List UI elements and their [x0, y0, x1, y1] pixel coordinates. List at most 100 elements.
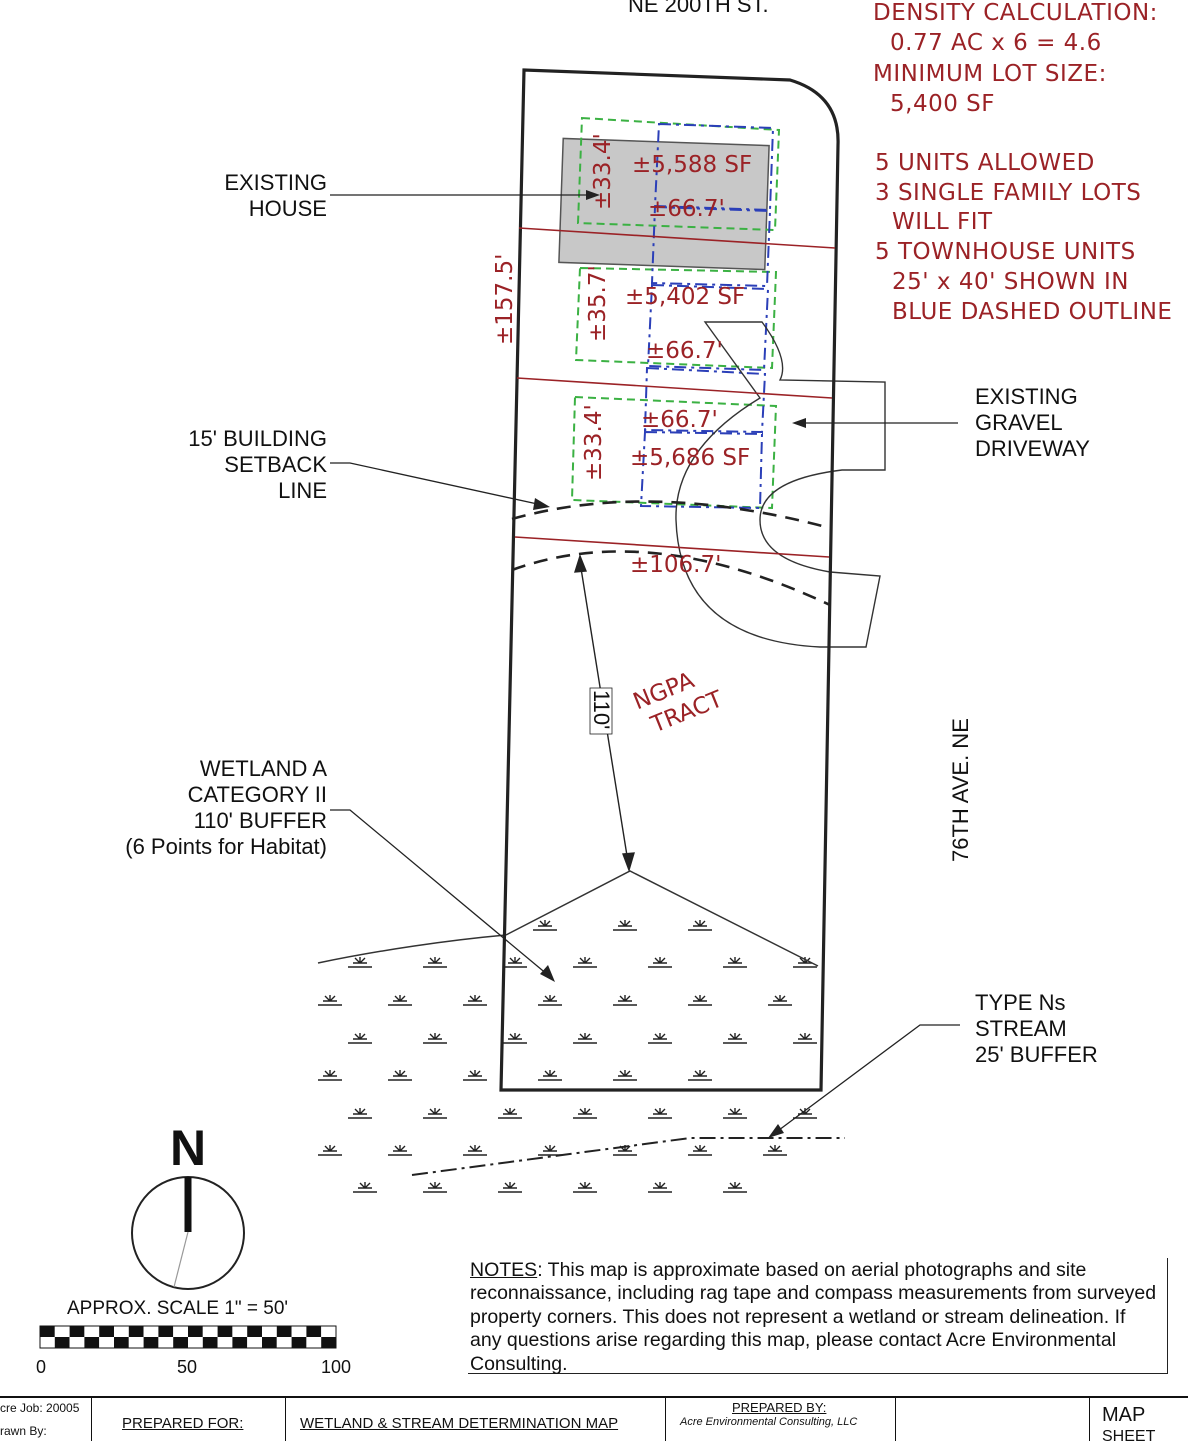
lot-1-width: ±66.7': [648, 196, 725, 222]
wetland-symbol: [348, 957, 372, 968]
wetland-symbol: [723, 1033, 747, 1044]
lot-1-labels: ±5,588 SF ±66.7' ±33.4': [590, 133, 752, 222]
scale-tick-50: 50: [177, 1357, 197, 1377]
scale-check: [173, 1326, 188, 1337]
scale-check: [128, 1326, 144, 1337]
wetland-symbol: [723, 1182, 747, 1193]
notes-heading: NOTES: [470, 1259, 538, 1281]
stream-line-2: STREAM: [975, 1016, 1067, 1041]
wetland-symbol: [768, 995, 792, 1006]
wetland-symbol: [538, 1070, 562, 1081]
tb-prepared-by-cell: PREPARED BY: Acre Environmental Consulti…: [666, 1398, 896, 1441]
density-line-2: 0.77 AC x 6 = 4.6: [890, 30, 1102, 56]
scale-bar: APPROX. SCALE 1" = 50' 0 50 100: [36, 1298, 351, 1377]
buffer-apex-lines: [505, 870, 819, 967]
wetland-line-4: (6 Points for Habitat): [125, 834, 327, 859]
scale-check: [54, 1326, 70, 1337]
lot-2-labels: ±5,402 SF ±66.7' ±35.7': [585, 265, 745, 364]
scale-tick-100: 100: [321, 1357, 351, 1377]
scale-check: [84, 1337, 100, 1348]
scale-check: [291, 1337, 307, 1348]
scale-check: [158, 1337, 174, 1348]
setback-line: [511, 500, 831, 607]
scale-check: [40, 1326, 55, 1337]
callout-wetland: WETLAND A CATEGORY II 110' BUFFER (6 Poi…: [125, 756, 555, 982]
wetland-symbol: [573, 1108, 597, 1119]
scale-check: [128, 1337, 144, 1348]
scale-tick-0: 0: [36, 1357, 46, 1377]
wetland-boundary: [317, 934, 507, 964]
wetland-line-1: WETLAND A: [200, 756, 327, 781]
units-line-1: 5 UNITS ALLOWED: [875, 150, 1095, 176]
units-line-6: BLUE DASHED OUTLINE: [892, 299, 1172, 325]
lot-3-depth: ±33.4': [581, 404, 607, 481]
tb-map-title-cell: WETLAND & STREAM DETERMINATION MAP: [286, 1398, 666, 1441]
lot-1-area: ±5,588 SF: [632, 152, 752, 178]
wetland-symbol: [648, 957, 672, 968]
wetland-symbol: [573, 1182, 597, 1193]
wetland-symbol: [348, 1033, 372, 1044]
title-block: cre Job: 20005 rawn By: PREPARED FOR: WE…: [0, 1396, 1188, 1445]
street-label-right: 76TH AVE. NE: [948, 718, 973, 862]
density-line-4: 5,400 SF: [890, 91, 995, 117]
wetland-symbol: [463, 1145, 487, 1156]
property-boundary: [499, 68, 840, 1092]
scale-check: [232, 1326, 248, 1337]
scale-check: [54, 1337, 70, 1348]
setback-line-2: SETBACK: [224, 452, 327, 477]
scale-check: [173, 1337, 188, 1348]
scale-check: [217, 1326, 233, 1337]
units-line-3: WILL FIT: [892, 209, 993, 235]
wetland-symbol: [793, 1033, 817, 1044]
scale-check: [202, 1326, 218, 1337]
wetland-symbol: [498, 1108, 522, 1119]
driveway-line-3: DRIVEWAY: [975, 436, 1090, 461]
street-label-top: NE 200TH ST.: [628, 0, 769, 17]
wetland-symbol: [388, 1070, 412, 1081]
wetland-symbol: [463, 995, 487, 1006]
wetland-symbol: [463, 1070, 487, 1081]
scale-check: [232, 1337, 248, 1348]
units-line-5: 25' x 40' SHOWN IN: [892, 269, 1129, 295]
scale-check: [143, 1326, 159, 1337]
scale-check: [247, 1337, 262, 1348]
townhouse-outlines: [639, 122, 775, 510]
wetland-symbol: [423, 957, 447, 968]
wetland-symbol: [723, 1108, 747, 1119]
wetland-symbol: [573, 1033, 597, 1044]
wetland-symbol: [688, 920, 712, 931]
wetland-line-3: 110' BUFFER: [194, 808, 327, 833]
lot-lines: [514, 227, 836, 558]
setback-line-3: LINE: [278, 478, 327, 503]
scale-check: [202, 1337, 218, 1348]
stream-line-3: 25' BUFFER: [975, 1042, 1098, 1067]
wetland-symbol: [723, 957, 747, 968]
notes-body: : This map is approximate based on aeria…: [470, 1259, 1157, 1375]
units-line-2: 3 SINGLE FAMILY LOTS: [875, 180, 1141, 206]
wetland-symbol: [613, 920, 637, 931]
scale-check: [114, 1337, 129, 1348]
lot-2-area: ±5,402 SF: [625, 284, 745, 310]
existing-house: [558, 137, 770, 271]
wetland-symbol: [503, 1033, 527, 1044]
scale-check: [291, 1326, 307, 1337]
existing-house-line-2: HOUSE: [249, 196, 327, 221]
scale-check: [84, 1326, 100, 1337]
tb-drawn: rawn By:: [0, 1424, 47, 1438]
setback-line-1: 15' BUILDING: [188, 426, 327, 451]
tb-logo-cell: [896, 1398, 1090, 1441]
scale-check: [306, 1337, 322, 1348]
wetland-symbol: [613, 1145, 637, 1156]
tb-job: cre Job: 20005: [0, 1401, 80, 1415]
scale-label: APPROX. SCALE 1" = 50': [67, 1298, 288, 1319]
scale-check: [321, 1326, 336, 1337]
tb-prepared-for: PREPARED FOR:: [122, 1415, 244, 1432]
driveway-line-1: EXISTING: [975, 384, 1078, 409]
wetland-symbol: [318, 995, 342, 1006]
scale-check: [306, 1326, 322, 1337]
scale-check: [69, 1337, 85, 1348]
wetland-symbol: [318, 1070, 342, 1081]
tb-prepared-by: PREPARED BY:: [732, 1400, 827, 1415]
wetland-symbol: [688, 1145, 712, 1156]
scale-check: [276, 1337, 292, 1348]
